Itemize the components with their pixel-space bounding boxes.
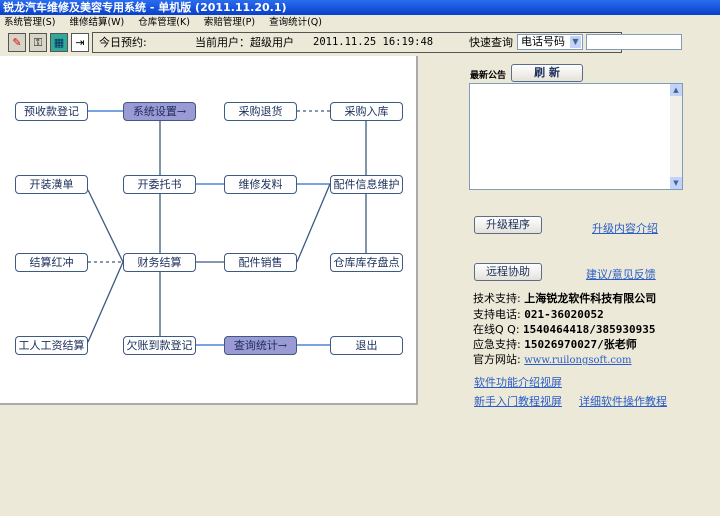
node-purchase-return[interactable]: 采购退货 (224, 102, 297, 121)
exit-door-icon[interactable]: ⇥ (71, 33, 89, 52)
upgrade-button[interactable]: 升级程序 (474, 216, 542, 234)
emergency-label: 应急支持: (473, 338, 521, 351)
menu-system[interactable]: 系统管理(S) (4, 17, 56, 28)
notice-textarea[interactable]: ▲▼ (469, 83, 683, 190)
phone-label: 支持电话: (473, 308, 521, 321)
node-parts-sales[interactable]: 配件销售 (224, 253, 297, 272)
node-parts-info[interactable]: 配件信息维护 (330, 175, 403, 194)
website-link[interactable]: www.ruilongsoft.com (524, 355, 632, 366)
qq-label: 在线Q Q: (473, 323, 520, 336)
menu-query[interactable]: 查询统计(Q) (269, 17, 322, 28)
key-icon[interactable]: ⚿ (29, 33, 47, 52)
menu-claims[interactable]: 索赔管理(P) (203, 17, 256, 28)
node-work-order[interactable]: 开委托书 (123, 175, 196, 194)
search-type-select[interactable]: 电话号码 ▼ (517, 34, 583, 50)
node-settlement-reverse[interactable]: 结算红冲 (15, 253, 88, 272)
node-exit[interactable]: 退出 (330, 336, 403, 355)
node-advance-payment[interactable]: 预收款登记 (15, 102, 88, 121)
feedback-link[interactable]: 建议/意见反馈 (586, 268, 656, 281)
pencil-icon[interactable]: ✎ (8, 33, 26, 52)
node-query-stats[interactable]: 查询统计→ (224, 336, 297, 355)
beginner-video-link[interactable]: 新手入门教程视屏 (474, 395, 562, 408)
emergency-contact: 15026970027/张老师 (524, 338, 637, 351)
current-user: 当前用户：超级用户 (195, 36, 294, 49)
node-finance[interactable]: 财务结算 (123, 253, 196, 272)
menu-repair[interactable]: 维修结算(W) (69, 17, 125, 28)
menu-warehouse[interactable]: 仓库管理(K) (138, 17, 190, 28)
tech-company: 上海锐龙软件科技有限公司 (524, 292, 657, 305)
quick-search-label: 快速查询 (469, 36, 513, 49)
chevron-down-icon[interactable]: ▼ (570, 36, 581, 48)
window-title: 锐龙汽车维修及美容专用系统 - 单机版 (2011.11.20.1) (0, 0, 720, 15)
datetime: 2011.11.25 16:19:48 (313, 36, 434, 48)
node-purchase-in[interactable]: 采购入库 (330, 102, 403, 121)
scrollbar[interactable]: ▲▼ (670, 84, 682, 189)
tech-label: 技术支持: (473, 292, 521, 305)
node-inventory-check[interactable]: 仓库库存盘点 (330, 253, 403, 272)
remote-assist-button[interactable]: 远程协助 (474, 263, 542, 281)
node-decoration-list[interactable]: 开装潢单 (15, 175, 88, 194)
quick-search-input[interactable] (586, 34, 682, 50)
site-label: 官方网站: (473, 353, 521, 366)
scroll-up-icon[interactable]: ▲ (670, 84, 682, 96)
features-video-link[interactable]: 软件功能介绍视屏 (474, 376, 562, 389)
support-phone: 021-36020052 (524, 308, 604, 321)
node-arrears[interactable]: 欠账到款登记 (123, 336, 196, 355)
menu-bar: 系统管理(S) 维修结算(W) 仓库管理(K) 索赔管理(P) 查询统计(Q) (0, 15, 720, 31)
notice-label: 最新公告 (470, 71, 507, 81)
node-system-settings[interactable]: 系统设置→ (123, 102, 196, 121)
scroll-down-icon[interactable]: ▼ (670, 177, 682, 189)
support-qq: 1540464418/385930935 (523, 323, 656, 336)
flow-panel: 预收款登记 系统设置→ 采购退货 采购入库 开装潢单 开委托书 维修发料 配件信… (0, 56, 418, 405)
upgrade-intro-link[interactable]: 升级内容介绍 (592, 222, 658, 235)
manual-link[interactable]: 详细软件操作教程 (579, 395, 667, 408)
node-repair-issue[interactable]: 维修发料 (224, 175, 297, 194)
node-wages[interactable]: 工人工资结算 (15, 336, 88, 355)
calculator-icon[interactable]: ▦ (50, 33, 68, 52)
info-bar: 今日预约: 当前用户：超级用户 2011.11.25 16:19:48 快速查询 (92, 32, 622, 53)
refresh-button[interactable]: 刷 新 (511, 64, 583, 82)
search-type-value: 电话号码 (521, 35, 565, 48)
flow-connectors (87, 110, 367, 346)
appointment-label: 今日预约: (99, 36, 147, 49)
